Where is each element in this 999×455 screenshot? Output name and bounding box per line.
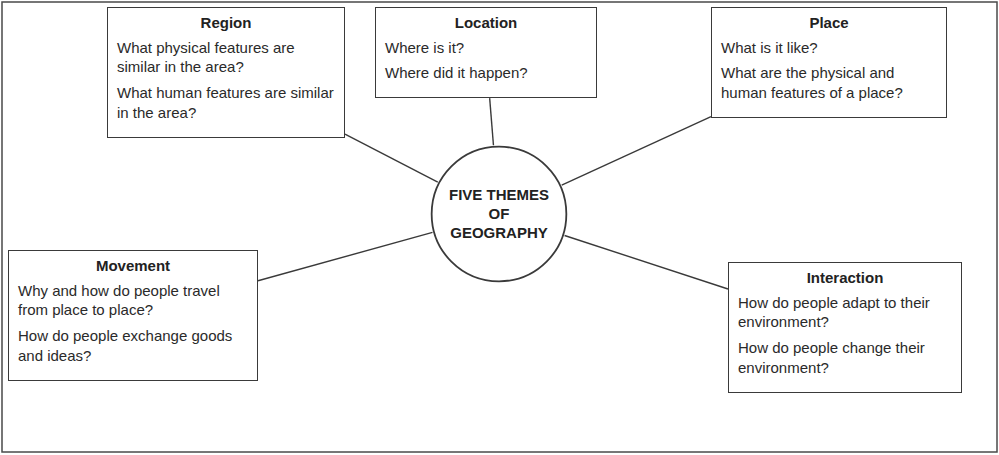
theme-question: What physical features are similar in th…	[117, 38, 335, 78]
theme-question: How do people exchange goods and ideas?	[18, 326, 248, 366]
theme-box: MovementWhy and how do people travel fro…	[8, 250, 258, 381]
center-title: FIVE THEMES OF GEOGRAPHY	[443, 186, 555, 242]
connector-line	[565, 235, 728, 289]
theme-question: How do people adapt to their environment…	[738, 293, 952, 333]
theme-question: Where did it happen?	[385, 63, 587, 83]
connector-line	[490, 98, 494, 145]
theme-heading: Movement	[18, 256, 248, 276]
theme-question: What is it like?	[721, 38, 937, 58]
theme-heading: Place	[721, 13, 937, 33]
theme-question: Why and how do people travel from place …	[18, 281, 248, 321]
connector-line	[562, 117, 711, 186]
theme-heading: Interaction	[738, 268, 952, 288]
circle-shape	[432, 147, 567, 282]
connector-line	[345, 134, 438, 182]
theme-box: InteractionHow do people adapt to their …	[728, 262, 962, 393]
theme-box: RegionWhat physical features are similar…	[107, 7, 345, 138]
theme-question: What human features are similar in the a…	[117, 83, 335, 123]
theme-heading: Location	[385, 13, 587, 33]
theme-question: Where is it?	[385, 38, 587, 58]
center-circle: FIVE THEMES OF GEOGRAPHY	[430, 145, 568, 283]
theme-box: PlaceWhat is it like? What are the physic…	[711, 7, 947, 118]
theme-question: What are the physical and human features…	[721, 63, 937, 103]
theme-question: How do people change their environment?	[738, 338, 952, 378]
theme-box: LocationWhere is it? Where did it happen?	[375, 7, 597, 98]
connector-line	[258, 232, 433, 280]
theme-heading: Region	[117, 13, 335, 33]
